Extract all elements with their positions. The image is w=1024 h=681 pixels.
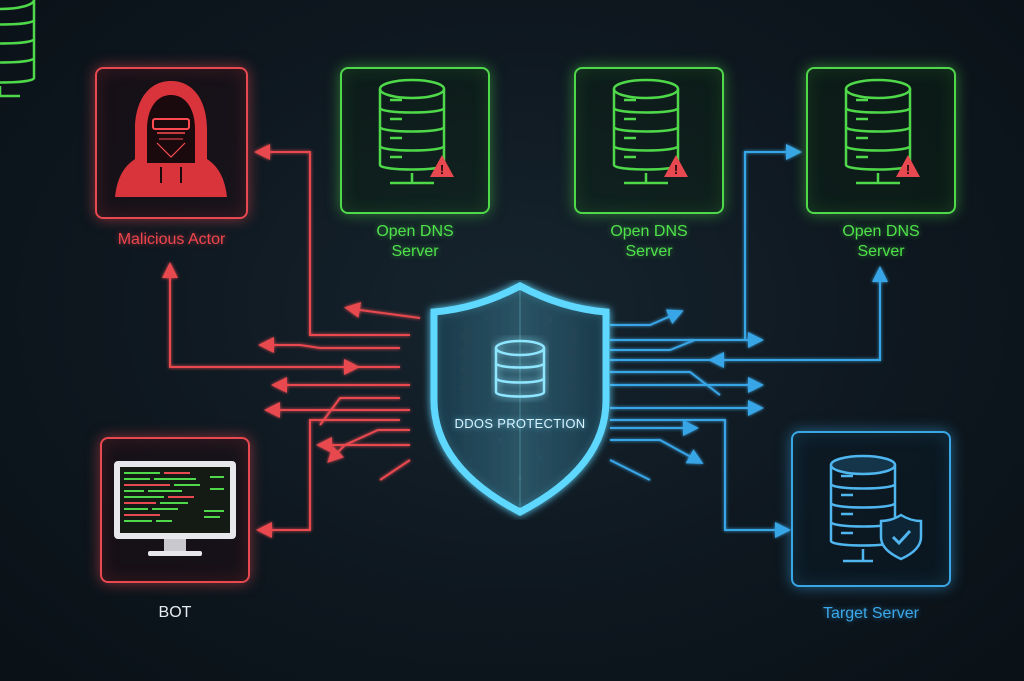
dns-server-label-2-line2: Server — [625, 243, 673, 260]
dns-server-icon-1: ! — [378, 78, 454, 185]
bot-label: BOT — [158, 604, 192, 621]
dns-server-card-3[interactable] — [806, 67, 956, 214]
dns-server-warning-icon — [0, 0, 36, 98]
dns-server-label-3-line1: Open DNS — [842, 223, 920, 240]
bot-card[interactable] — [100, 437, 250, 583]
attack-lines — [162, 144, 421, 538]
shield-database-icon — [430, 282, 610, 516]
dns-server-label-2-line1: Open DNS — [610, 223, 688, 240]
svg-text:!: ! — [906, 162, 910, 177]
dns-server-label-3: Open DNS Server — [806, 222, 956, 262]
dns-server-icon-3: ! — [844, 78, 920, 185]
dns-server-icon-2: ! — [612, 78, 688, 185]
target-server-label: Target Server — [822, 605, 920, 622]
dns-server-label-1-line1: Open DNS — [376, 223, 454, 240]
malicious-actor-label: Malicious Actor — [117, 231, 226, 248]
dns-server-label-3-line2: Server — [857, 243, 905, 260]
dns-server-label-1: Open DNS Server — [340, 222, 490, 262]
computer-monitor-icon — [114, 461, 236, 556]
hooded-hacker-icon — [115, 81, 227, 197]
svg-text:!: ! — [674, 162, 678, 177]
malicious-actor-card[interactable] — [95, 67, 248, 219]
dns-server-card-1[interactable] — [340, 67, 490, 214]
target-server-card[interactable] — [791, 431, 951, 587]
svg-text:!: ! — [440, 162, 444, 177]
legit-lines — [609, 144, 888, 538]
ddos-protection-label: DDOS PROTECTION — [454, 416, 586, 431]
dns-server-label-2: Open DNS Server — [574, 222, 724, 262]
checkmark-shield-icon — [879, 513, 923, 561]
dns-server-card-2[interactable] — [574, 67, 724, 214]
secure-server-icon — [829, 454, 923, 563]
dns-server-label-1-line2: Server — [391, 243, 439, 260]
